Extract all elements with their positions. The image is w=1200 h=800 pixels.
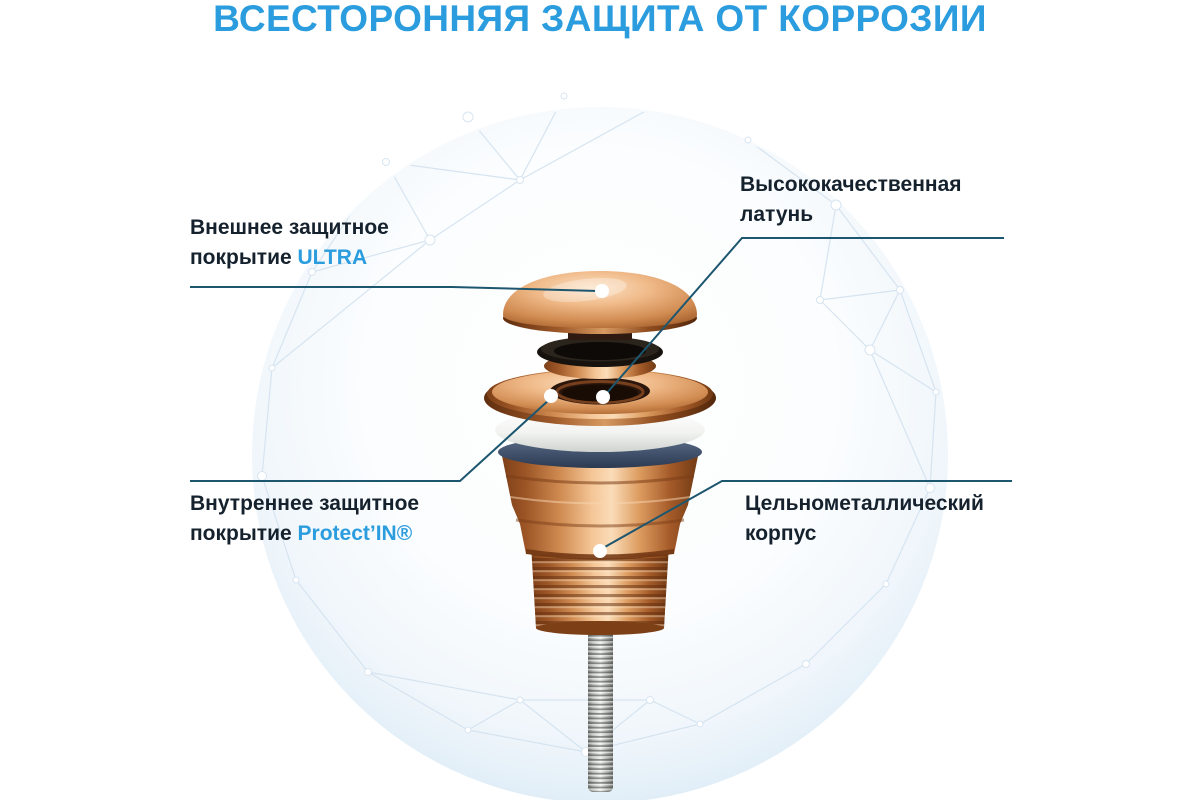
threaded-rod [588, 616, 613, 792]
callout-outer-coating-highlight: ULTRA [297, 246, 368, 269]
callout-line-brass [605, 237, 1004, 395]
threaded-body-section [531, 544, 669, 635]
callout-line-body [602, 480, 1012, 549]
callout-line-inner-coating [190, 398, 551, 482]
callout-inner-coating-highlight: Protect’IN® [297, 522, 413, 545]
callout-inner-coating-label: Внутреннее защитное покрытие [190, 492, 420, 545]
callout-brass-label: Высококачественная латунь [740, 173, 962, 226]
network-nodes [257, 92, 940, 757]
callout-dot-inner-coating [544, 389, 558, 403]
callout-metal-body: Цельнометаллический корпус [745, 489, 1005, 549]
callout-dot-brass [596, 390, 610, 404]
page-title: ВСЕСТОРОННЯЯ ЗАЩИТА ОТ КОРРОЗИИ [213, 0, 987, 39]
callout-dot-outer-coating [595, 284, 609, 298]
callout-inner-coating: Внутреннее защитное покрытие Protect’IN® [190, 489, 456, 549]
callout-outer-coating: Внешнее защитное покрытие ULTRA [190, 213, 440, 273]
callout-brass: Высококачественная латунь [740, 170, 1000, 230]
callout-lines [190, 237, 1012, 549]
callout-outer-coating-label: Внешнее защитное покрытие [190, 216, 389, 269]
callout-metal-body-label: Цельнометаллический корпус [745, 492, 984, 545]
callout-dots [544, 284, 610, 558]
seal-stack [537, 336, 663, 379]
callout-line-outer-coating [190, 286, 599, 292]
callout-dot-body [593, 544, 607, 558]
